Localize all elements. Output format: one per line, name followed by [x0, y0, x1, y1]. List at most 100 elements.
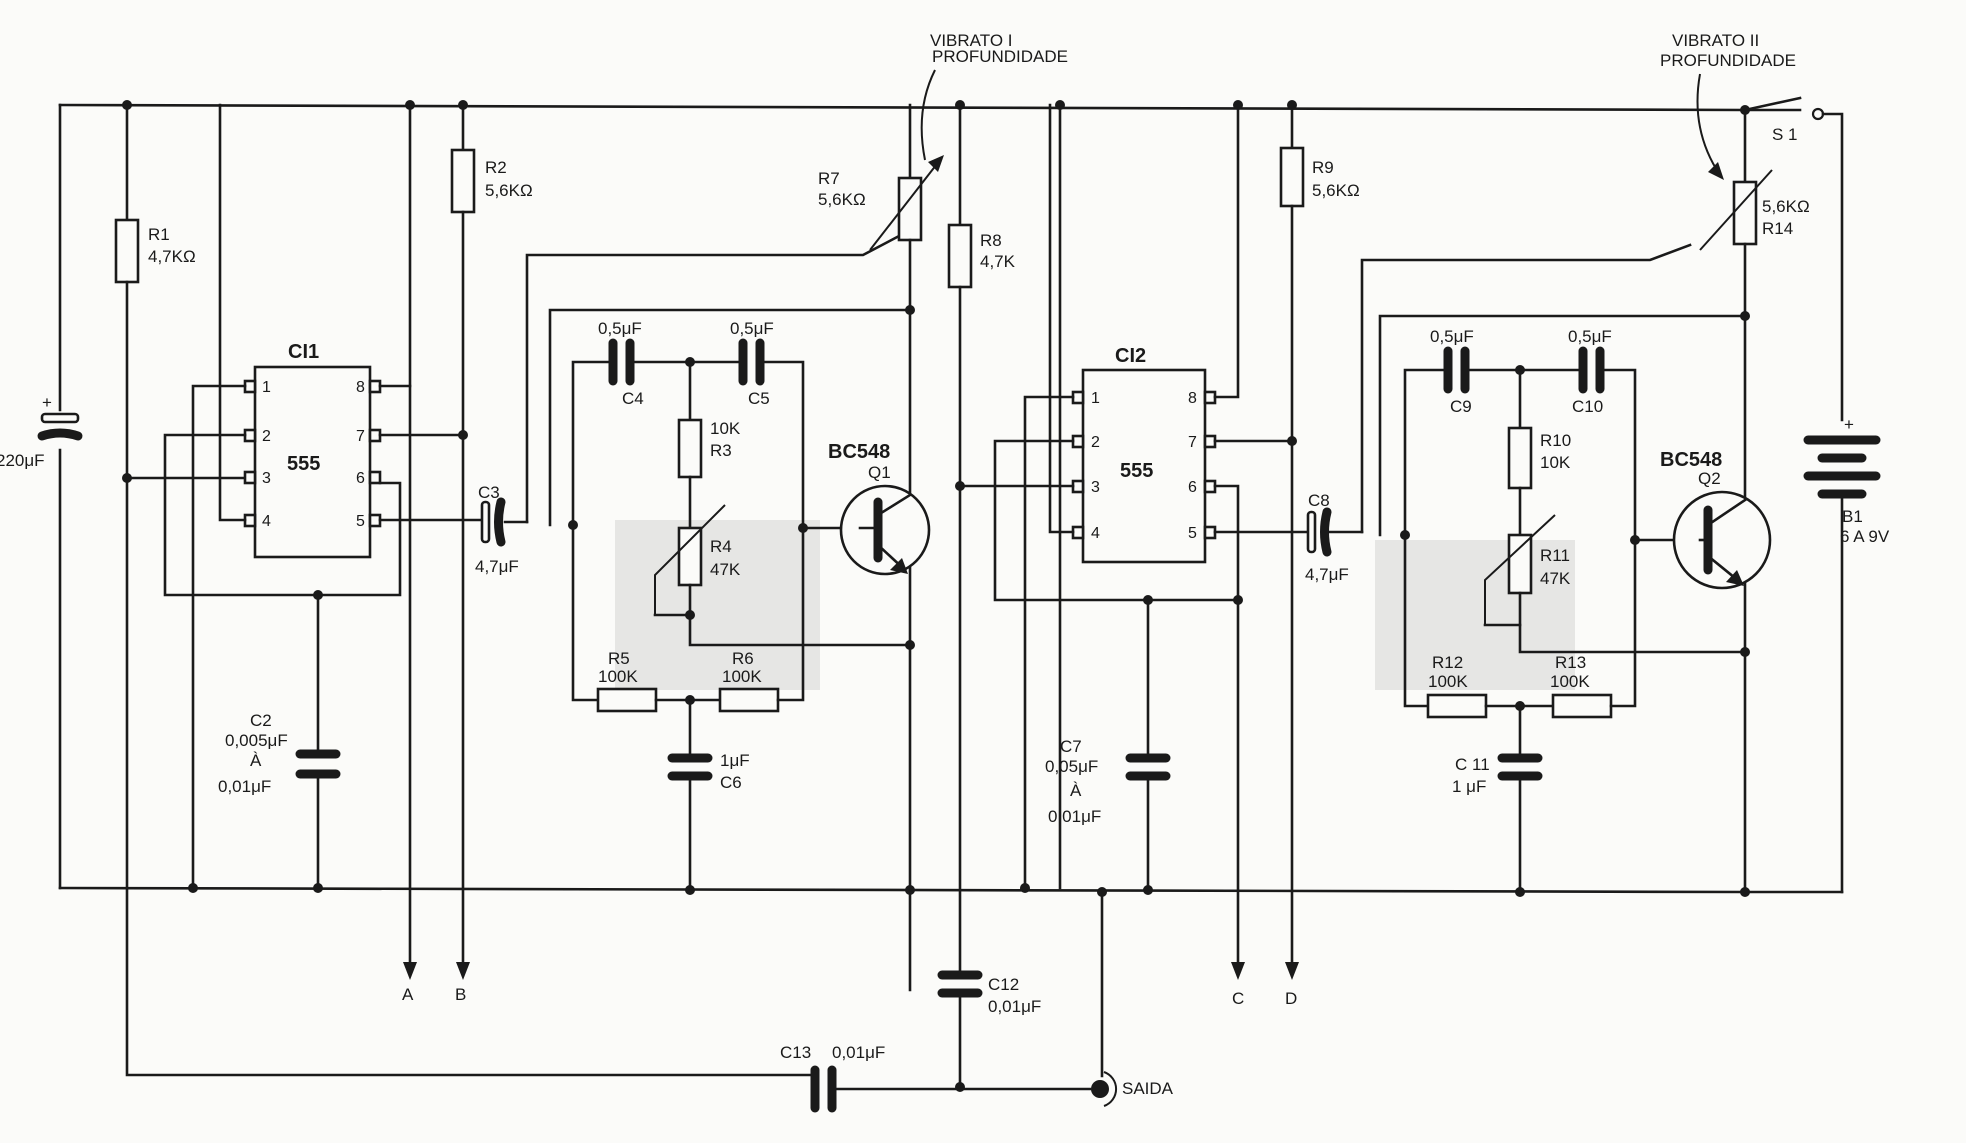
r13-value: 100K	[1550, 672, 1590, 691]
resistor-r5	[596, 687, 658, 713]
r2-value: 5,6KΩ	[485, 181, 533, 200]
pin-7: 7	[356, 428, 365, 445]
r10-value: 10K	[1540, 453, 1571, 472]
wire	[761, 360, 805, 530]
c7-value-3: 0,01μF	[1048, 807, 1101, 826]
wire	[688, 613, 912, 647]
pin-7: 7	[1188, 434, 1197, 451]
pin-1: 1	[262, 379, 271, 396]
pin-3: 3	[1091, 479, 1100, 496]
plus-sign: +	[1844, 415, 1854, 434]
capacitor-220uf: + 220μF	[0, 393, 83, 470]
r5-value: 100K	[598, 667, 638, 686]
ci1-label: CI1	[288, 341, 319, 363]
c3-value: 4,7μF	[475, 557, 519, 576]
pin-4: 4	[262, 513, 271, 530]
pin-8: 8	[356, 379, 365, 396]
c4-label: C4	[622, 389, 644, 408]
resistor-r13	[1551, 693, 1613, 719]
potentiometer-r11	[1507, 533, 1533, 595]
c6-value: 1μF	[720, 751, 750, 770]
switch-s1	[1743, 96, 1802, 112]
wire	[191, 384, 247, 890]
resistor-r8	[947, 223, 973, 289]
transistor-q1	[839, 484, 931, 576]
r14-value: 5,6KΩ	[1762, 197, 1810, 216]
r5-label: R5	[608, 649, 630, 668]
c5-value: 0,5μF	[730, 319, 774, 338]
wire	[1360, 243, 1692, 534]
capacitor-c3	[494, 497, 506, 547]
resistor-r3	[677, 418, 703, 479]
wire	[218, 103, 247, 522]
s1-label: S 1	[1772, 125, 1798, 144]
pin-2: 2	[1091, 434, 1100, 451]
cap-220-label: 220μF	[0, 451, 45, 470]
c10-value: 0,5μF	[1568, 327, 1612, 346]
q1-label: Q1	[868, 463, 891, 482]
pin-6: 6	[1188, 479, 1197, 496]
positive-rail	[58, 103, 1802, 112]
r11-label: R11	[1540, 546, 1570, 565]
vibrato2-label-2: PROFUNDIDADE	[1660, 51, 1796, 70]
pot-arrow	[869, 159, 941, 251]
arrow-a	[403, 962, 417, 980]
switch-contact	[1811, 107, 1825, 121]
pin-2: 2	[262, 428, 271, 445]
capacitor-c3	[480, 500, 491, 544]
battery-b1	[1803, 435, 1881, 499]
resistor-r10	[1507, 426, 1533, 490]
wire	[776, 526, 805, 702]
callout-line	[1696, 73, 1721, 176]
wire	[1601, 368, 1637, 542]
r7-value: 5,6KΩ	[818, 190, 866, 209]
r9-value: 5,6KΩ	[1312, 181, 1360, 200]
c2-label: C2	[250, 711, 272, 730]
r8-value: 4,7K	[980, 252, 1016, 271]
c10-label: C10	[1572, 397, 1603, 416]
c9-label: C9	[1450, 397, 1472, 416]
transistor-q2	[1672, 490, 1772, 590]
pin-5: 5	[1188, 525, 1197, 542]
c8-value: 4,7μF	[1305, 565, 1349, 584]
vibrato1-label-1: VIBRATO I	[930, 31, 1013, 50]
resistor-r6	[718, 687, 780, 713]
pot-arrow	[1699, 169, 1773, 251]
resistor-r2	[450, 148, 476, 214]
output-d: D	[1285, 989, 1297, 1008]
r12-value: 100K	[1428, 672, 1468, 691]
c8-label: C8	[1308, 491, 1330, 510]
pin-1: 1	[1091, 390, 1100, 407]
q1-type: BC548	[828, 441, 890, 463]
r3-value: 10K	[710, 419, 741, 438]
c4-value: 0,5μF	[598, 319, 642, 338]
c2-value-1: 0,005μF	[225, 731, 288, 750]
r13-label: R13	[1555, 653, 1586, 672]
resistor-r9	[1279, 146, 1305, 208]
ci2-label: CI2	[1115, 345, 1146, 367]
ci1-type: 555	[287, 453, 320, 475]
r3-label: R3	[710, 441, 732, 460]
background-bleed	[615, 520, 820, 690]
output-b: B	[455, 985, 466, 1004]
wire	[378, 103, 412, 388]
ground-rail	[58, 886, 1747, 894]
resistor-r1	[114, 218, 140, 284]
c5-label: C5	[748, 389, 770, 408]
ic-ci2: CI2 555 1 2 3 4 8 7 6 5	[1071, 345, 1217, 564]
capacitor-c8	[1320, 507, 1332, 557]
vibrato2-label-1: VIBRATO II	[1672, 31, 1759, 50]
arrow-b	[456, 962, 470, 980]
plus-sign: +	[42, 393, 52, 412]
c3-label: C3	[478, 483, 500, 502]
q2-type: BC548	[1660, 449, 1722, 471]
r4-value: 47K	[710, 560, 741, 579]
r4-label: R4	[710, 537, 732, 556]
vibrato1-label-2: PROFUNDIDADE	[932, 47, 1068, 66]
c7-label: C7	[1060, 737, 1082, 756]
wire	[993, 439, 1240, 602]
c2-value-3: 0,01μF	[218, 777, 271, 796]
c9-value: 0,5μF	[1430, 327, 1474, 346]
wire	[1023, 395, 1075, 890]
